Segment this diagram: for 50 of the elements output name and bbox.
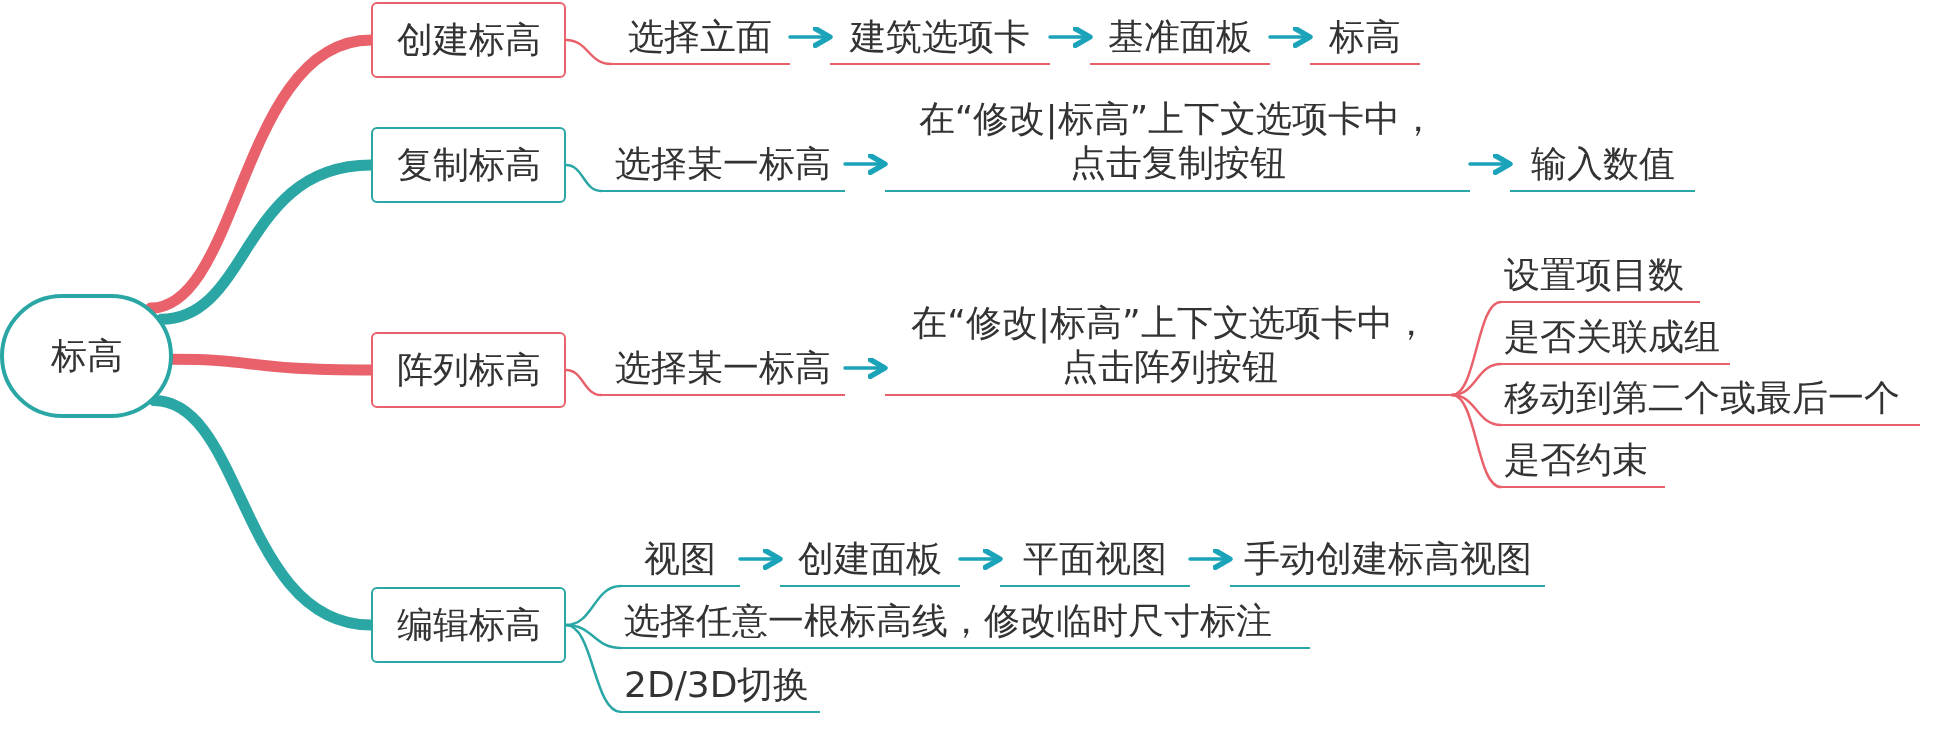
topic-text: 是否关联成组 [1504,315,1720,359]
arrow [843,356,888,380]
arrow [843,152,888,176]
branch-line [564,163,603,193]
topic-text: 选择立面 [628,15,772,59]
topic-text: 输入数值 [1530,142,1675,186]
branch-line [1450,300,1503,397]
topic-box [371,332,566,408]
arrow [958,547,1003,571]
topic-text: 移动到第二个或最后一个 [1504,376,1900,420]
underlined-topic [1230,537,1545,587]
topic-text: 选择任意一根标高线，修改临时尺寸标注 [624,599,1272,643]
topic-box [371,2,566,78]
topic-text: 视图 [644,537,716,581]
branch-line [564,623,623,714]
topic-text: 基准面板 [1108,15,1252,59]
arrow [738,547,783,571]
arrow [788,25,833,49]
underlined-topic [1310,15,1420,65]
topic-text: 创建标高 [396,18,541,62]
topic-text: 编辑标高 [396,603,541,647]
branch-line [564,368,603,397]
topic-text: 创建面板 [798,537,942,581]
topic-text: 平面视图 [1023,537,1167,581]
arrow [1468,152,1513,176]
topic-box [371,127,566,203]
central-topic-pill [0,294,173,418]
topic-text: 在“修改|标高”上下文选项卡中，点击阵列按钮 [910,300,1430,389]
underlined-topic [610,15,790,65]
topic-text: 选择某一标高 [614,142,831,186]
topic-text: 选择某一标高 [614,346,831,390]
topic-text: 复制标高 [396,143,541,187]
arrow [1048,25,1093,49]
branch-line [1450,393,1503,489]
underlined-topic [600,142,845,192]
topic-text: 阵列标高 [396,348,541,392]
underlined-topic [600,346,845,396]
topic-box [371,587,566,663]
arrow [1188,547,1233,571]
topic-text: 建筑选项卡 [850,15,1030,59]
topic-text: 是否约束 [1504,438,1648,482]
branch-line [564,38,613,66]
topic-text: 2D/3D切换 [624,663,810,707]
topic-text: 标高 [50,334,123,378]
arrow [1268,25,1313,49]
topic-text: 标高 [1329,15,1401,59]
topic-text: 手动创建标高视图 [1243,537,1532,581]
topic-text: 设置项目数 [1504,253,1684,297]
topic-text: 在“修改|标高”上下文选项卡中，点击复制按钮 [917,96,1438,185]
underlined-topic [620,599,1310,649]
